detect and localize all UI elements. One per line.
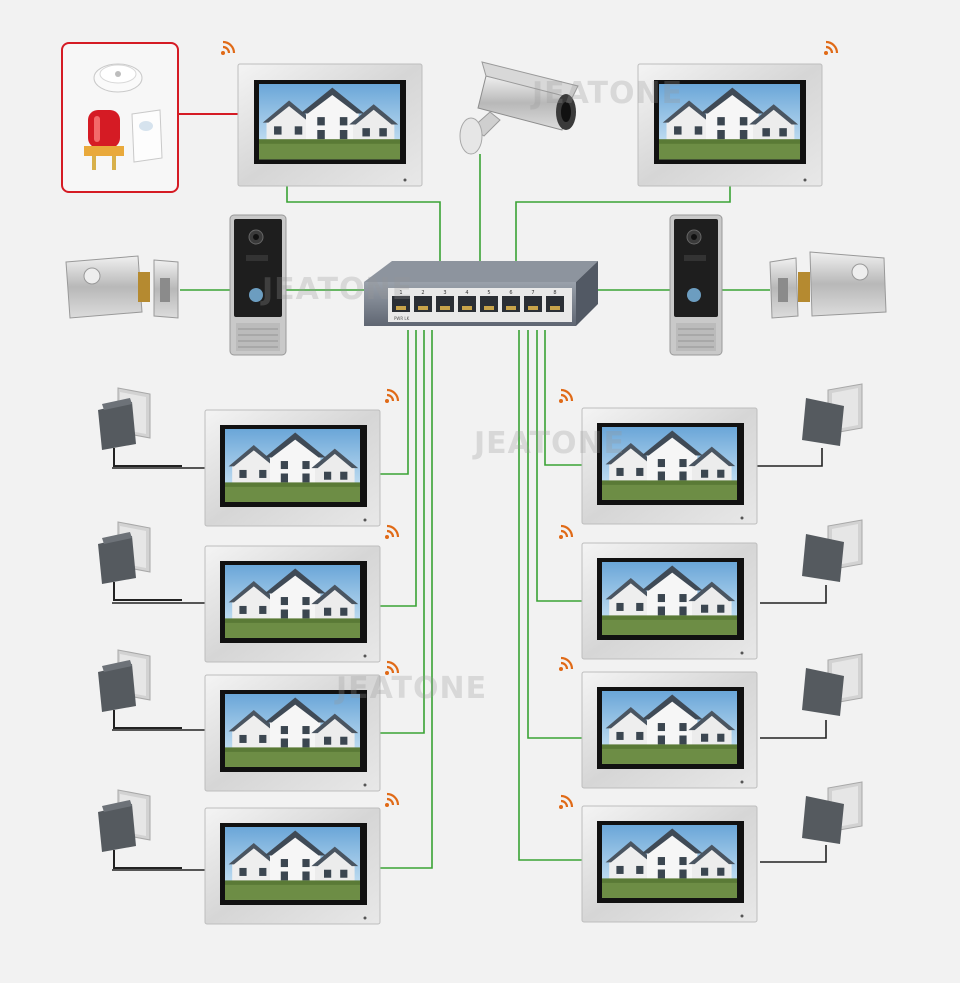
wire-left-monitor-2 bbox=[380, 330, 417, 607]
wifi-icon bbox=[383, 524, 400, 541]
power-adapter-icon bbox=[97, 521, 183, 601]
wire-top-right-monitor bbox=[515, 186, 731, 262]
power-cables bbox=[112, 448, 827, 871]
monitor-left-3 bbox=[204, 674, 381, 792]
monitor-top-right bbox=[637, 63, 823, 187]
wifi-icon bbox=[557, 524, 574, 541]
monitor-left-1 bbox=[204, 409, 381, 527]
wifi-icon bbox=[822, 40, 839, 57]
port-label: 1 bbox=[399, 290, 402, 296]
port-label: 3 bbox=[443, 290, 446, 296]
electric-lock-icon bbox=[769, 251, 887, 319]
wire-left-monitor-4 bbox=[380, 330, 433, 869]
wire-left-monitor-1 bbox=[380, 330, 409, 475]
power-adapter-icon bbox=[802, 781, 863, 844]
power-adapter-icon bbox=[97, 649, 183, 729]
port-label: 2 bbox=[421, 290, 424, 296]
network-wires bbox=[180, 154, 770, 869]
monitor-left-2 bbox=[204, 545, 381, 663]
alarm-beacon-icon bbox=[84, 110, 124, 170]
wire-right-monitor-2 bbox=[536, 330, 582, 602]
wifi-icon bbox=[219, 40, 236, 57]
wifi-icon bbox=[383, 660, 400, 677]
camera-icon bbox=[459, 61, 579, 155]
port-label: 4 bbox=[465, 290, 468, 296]
port-label: 6 bbox=[509, 290, 512, 296]
wire-left-monitor-3 bbox=[380, 330, 425, 734]
power-adapter-icon bbox=[802, 653, 863, 716]
network-switch-icon: 1 2 3 4 5 6 7 8 PWR LK bbox=[364, 261, 598, 326]
alarm-devices-box bbox=[61, 42, 238, 193]
wire-right-monitor-1 bbox=[544, 330, 582, 466]
wifi-icon bbox=[557, 794, 574, 811]
monitor-top-left bbox=[237, 63, 423, 187]
motion-sensor-icon bbox=[131, 109, 163, 163]
wifi-icon bbox=[383, 792, 400, 809]
power-adapter-icon bbox=[802, 383, 863, 446]
monitor-right-4 bbox=[581, 805, 758, 923]
wifi-icon bbox=[383, 388, 400, 405]
doorbell-icon bbox=[669, 214, 723, 356]
monitor-right-3 bbox=[581, 671, 758, 789]
doorbell-icon bbox=[229, 214, 287, 356]
power-adapter-icon bbox=[97, 387, 183, 467]
wire-top-left-monitor bbox=[286, 186, 441, 262]
port-label: 7 bbox=[531, 290, 534, 296]
wire-right-monitor-3 bbox=[527, 330, 582, 739]
wire-right-monitor-4 bbox=[518, 330, 582, 861]
monitor-right-1 bbox=[581, 407, 758, 525]
power-adapter-icon bbox=[97, 789, 183, 869]
port-label: 5 bbox=[487, 290, 490, 296]
power-adapter-icon bbox=[802, 519, 863, 582]
monitor-right-2 bbox=[581, 542, 758, 660]
monitor-left-4 bbox=[204, 807, 381, 925]
wifi-icon bbox=[557, 656, 574, 673]
switch-status-text: PWR LK bbox=[394, 316, 410, 321]
port-label: 8 bbox=[553, 290, 556, 296]
wifi-icon bbox=[557, 388, 574, 405]
electric-lock-icon bbox=[65, 255, 179, 319]
switch-port-labels: 1 2 3 4 5 6 7 8 bbox=[399, 290, 556, 296]
smoke-detector-icon bbox=[93, 63, 143, 93]
